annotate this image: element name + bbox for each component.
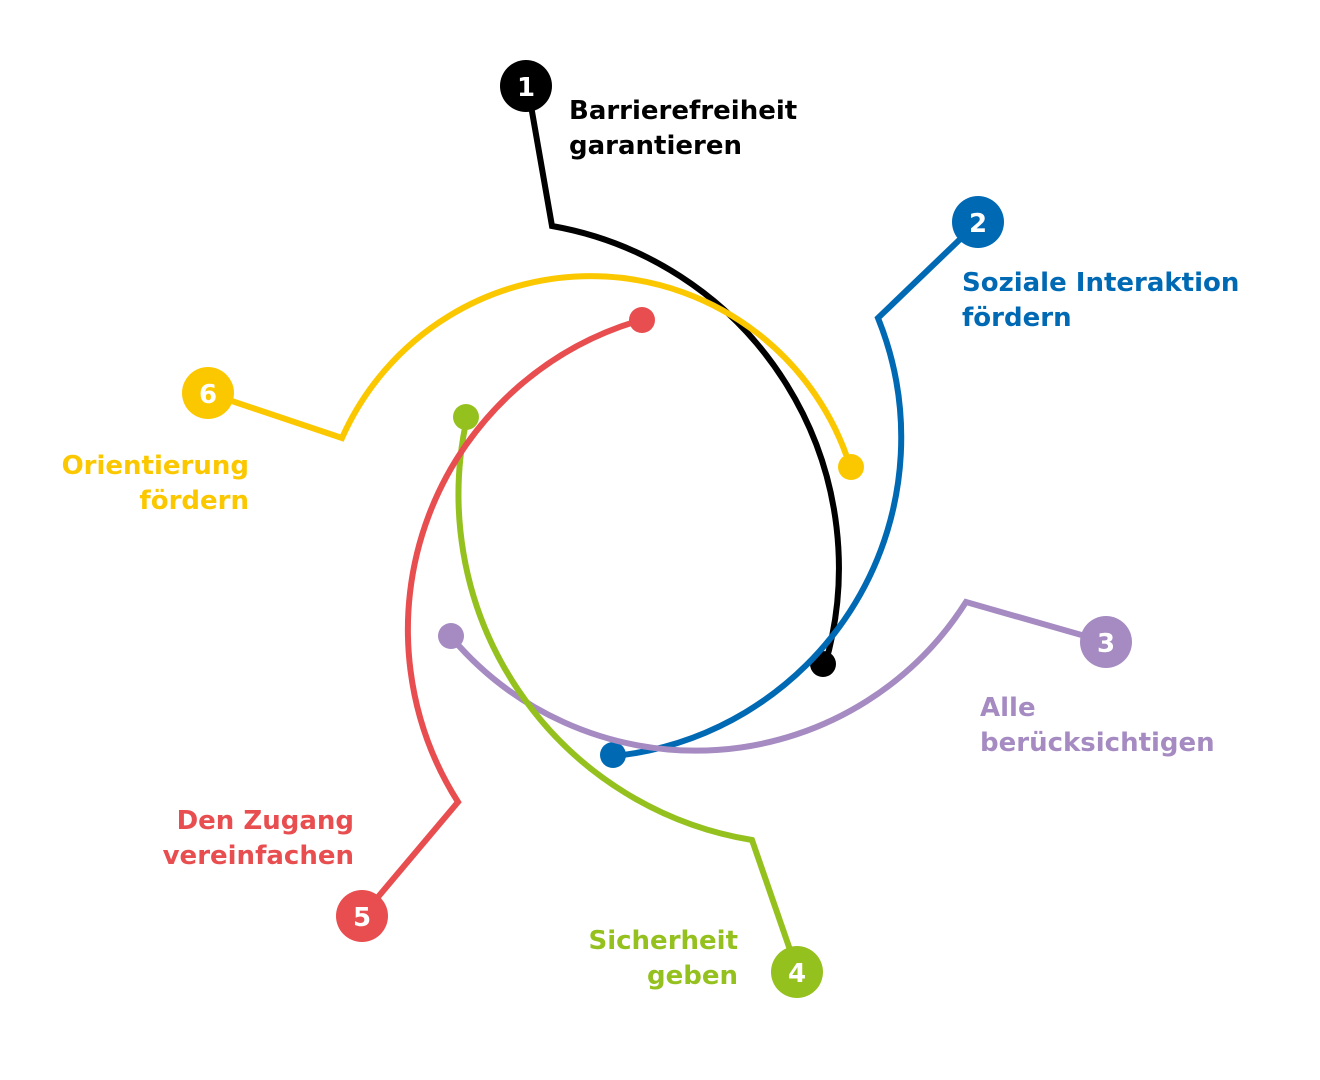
step-6: 6 Orientierung fördern bbox=[62, 273, 864, 516]
step-4-connector-line bbox=[455, 415, 800, 973]
step-4-label-line-1: Sicherheit bbox=[589, 926, 739, 956]
step-2-badge bbox=[952, 196, 1004, 248]
step-1-badge bbox=[500, 60, 552, 112]
step-3-label-line-1: Alle bbox=[980, 693, 1036, 723]
step-5-label-line-1: Den Zugang bbox=[177, 806, 354, 836]
step-4: 4 Sicherheit geben bbox=[453, 404, 823, 998]
step-6-badge bbox=[182, 367, 234, 419]
step-3-label-line-2: berücksichtigen bbox=[980, 728, 1215, 758]
step-2-end-dot bbox=[600, 742, 626, 768]
step-1-connector-line bbox=[523, 85, 842, 668]
step-1: 1 Barrierefreiheit garantieren bbox=[500, 60, 842, 677]
step-5: 5 Den Zugang vereinfachen bbox=[163, 307, 655, 942]
step-6-connector-line bbox=[205, 273, 853, 469]
step-3: 3 Alle berücksichtigen bbox=[438, 598, 1215, 758]
step-3-end-dot bbox=[438, 623, 464, 649]
step-2: 2 Soziale Interaktion fördern bbox=[600, 196, 1239, 768]
step-4-label-line-2: geben bbox=[647, 961, 738, 991]
step-6-label-line-1: Orientierung bbox=[62, 451, 249, 481]
step-3-badge bbox=[1080, 616, 1132, 668]
step-3-number: 3 bbox=[1097, 629, 1115, 659]
step-6-end-dot bbox=[838, 454, 864, 480]
step-5-connector-line bbox=[359, 317, 644, 919]
step-2-label-line-1: Soziale Interaktion bbox=[962, 268, 1239, 298]
step-2-label-line-2: fördern bbox=[962, 303, 1072, 333]
step-5-end-dot bbox=[629, 307, 655, 333]
step-4-number: 4 bbox=[788, 959, 806, 989]
step-5-badge bbox=[336, 890, 388, 942]
step-2-connector-line bbox=[611, 219, 981, 759]
step-4-end-dot bbox=[453, 404, 479, 430]
step-1-label-line-2: garantieren bbox=[569, 131, 742, 161]
step-6-number: 6 bbox=[199, 380, 217, 410]
step-2-number: 2 bbox=[969, 209, 987, 239]
step-1-label-line-1: Barrierefreiheit bbox=[569, 96, 797, 126]
step-1-number: 1 bbox=[517, 73, 535, 103]
step-5-label-line-2: vereinfachen bbox=[163, 841, 354, 871]
step-6-label-line-2: fördern bbox=[139, 486, 249, 516]
step-4-badge bbox=[771, 946, 823, 998]
step-5-number: 5 bbox=[353, 903, 371, 933]
